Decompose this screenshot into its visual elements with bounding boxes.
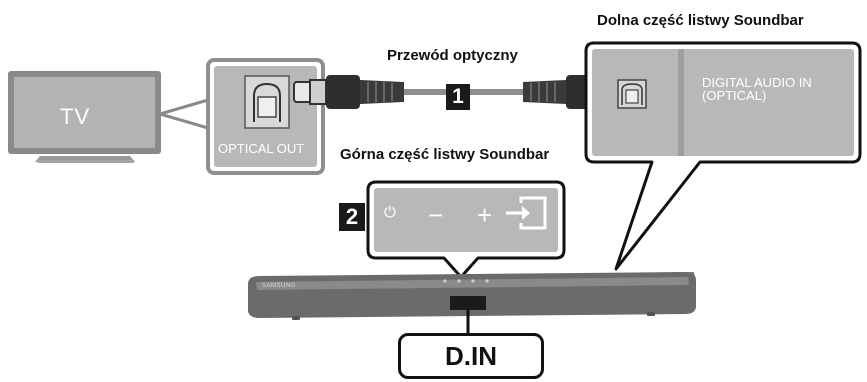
soundbar-bottom-title: Dolna część listwy Soundbar <box>597 12 804 29</box>
tv-label: TV <box>60 104 91 129</box>
tv-callout <box>158 98 210 130</box>
soundbar-bottom-callout <box>584 41 862 271</box>
cable-plug-left <box>293 75 404 109</box>
soundbar-top-callout <box>366 180 566 279</box>
optical-out-label: OPTICAL OUT <box>218 141 305 156</box>
volume-up-icon: + <box>477 200 493 230</box>
tv-illustration <box>8 71 161 163</box>
input-source-icon <box>506 196 547 230</box>
power-icon: ⏻ <box>384 204 396 221</box>
brand-logo: SAMSUNG <box>262 283 296 289</box>
optical-out-panel <box>206 58 325 175</box>
soundbar-top-title: Górna część listwy Soundbar <box>340 146 550 163</box>
mode-display-box: D.IN <box>398 333 544 379</box>
step-2-badge: 2 <box>339 203 365 231</box>
volume-down-icon: − <box>428 200 444 230</box>
step-1-badge: 1 <box>446 84 470 110</box>
soundbar-illustration <box>248 272 696 320</box>
optical-cable-label: Przewód optyczny <box>387 47 518 64</box>
digital-audio-in-label: DIGITAL AUDIO IN (OPTICAL) <box>702 75 812 103</box>
